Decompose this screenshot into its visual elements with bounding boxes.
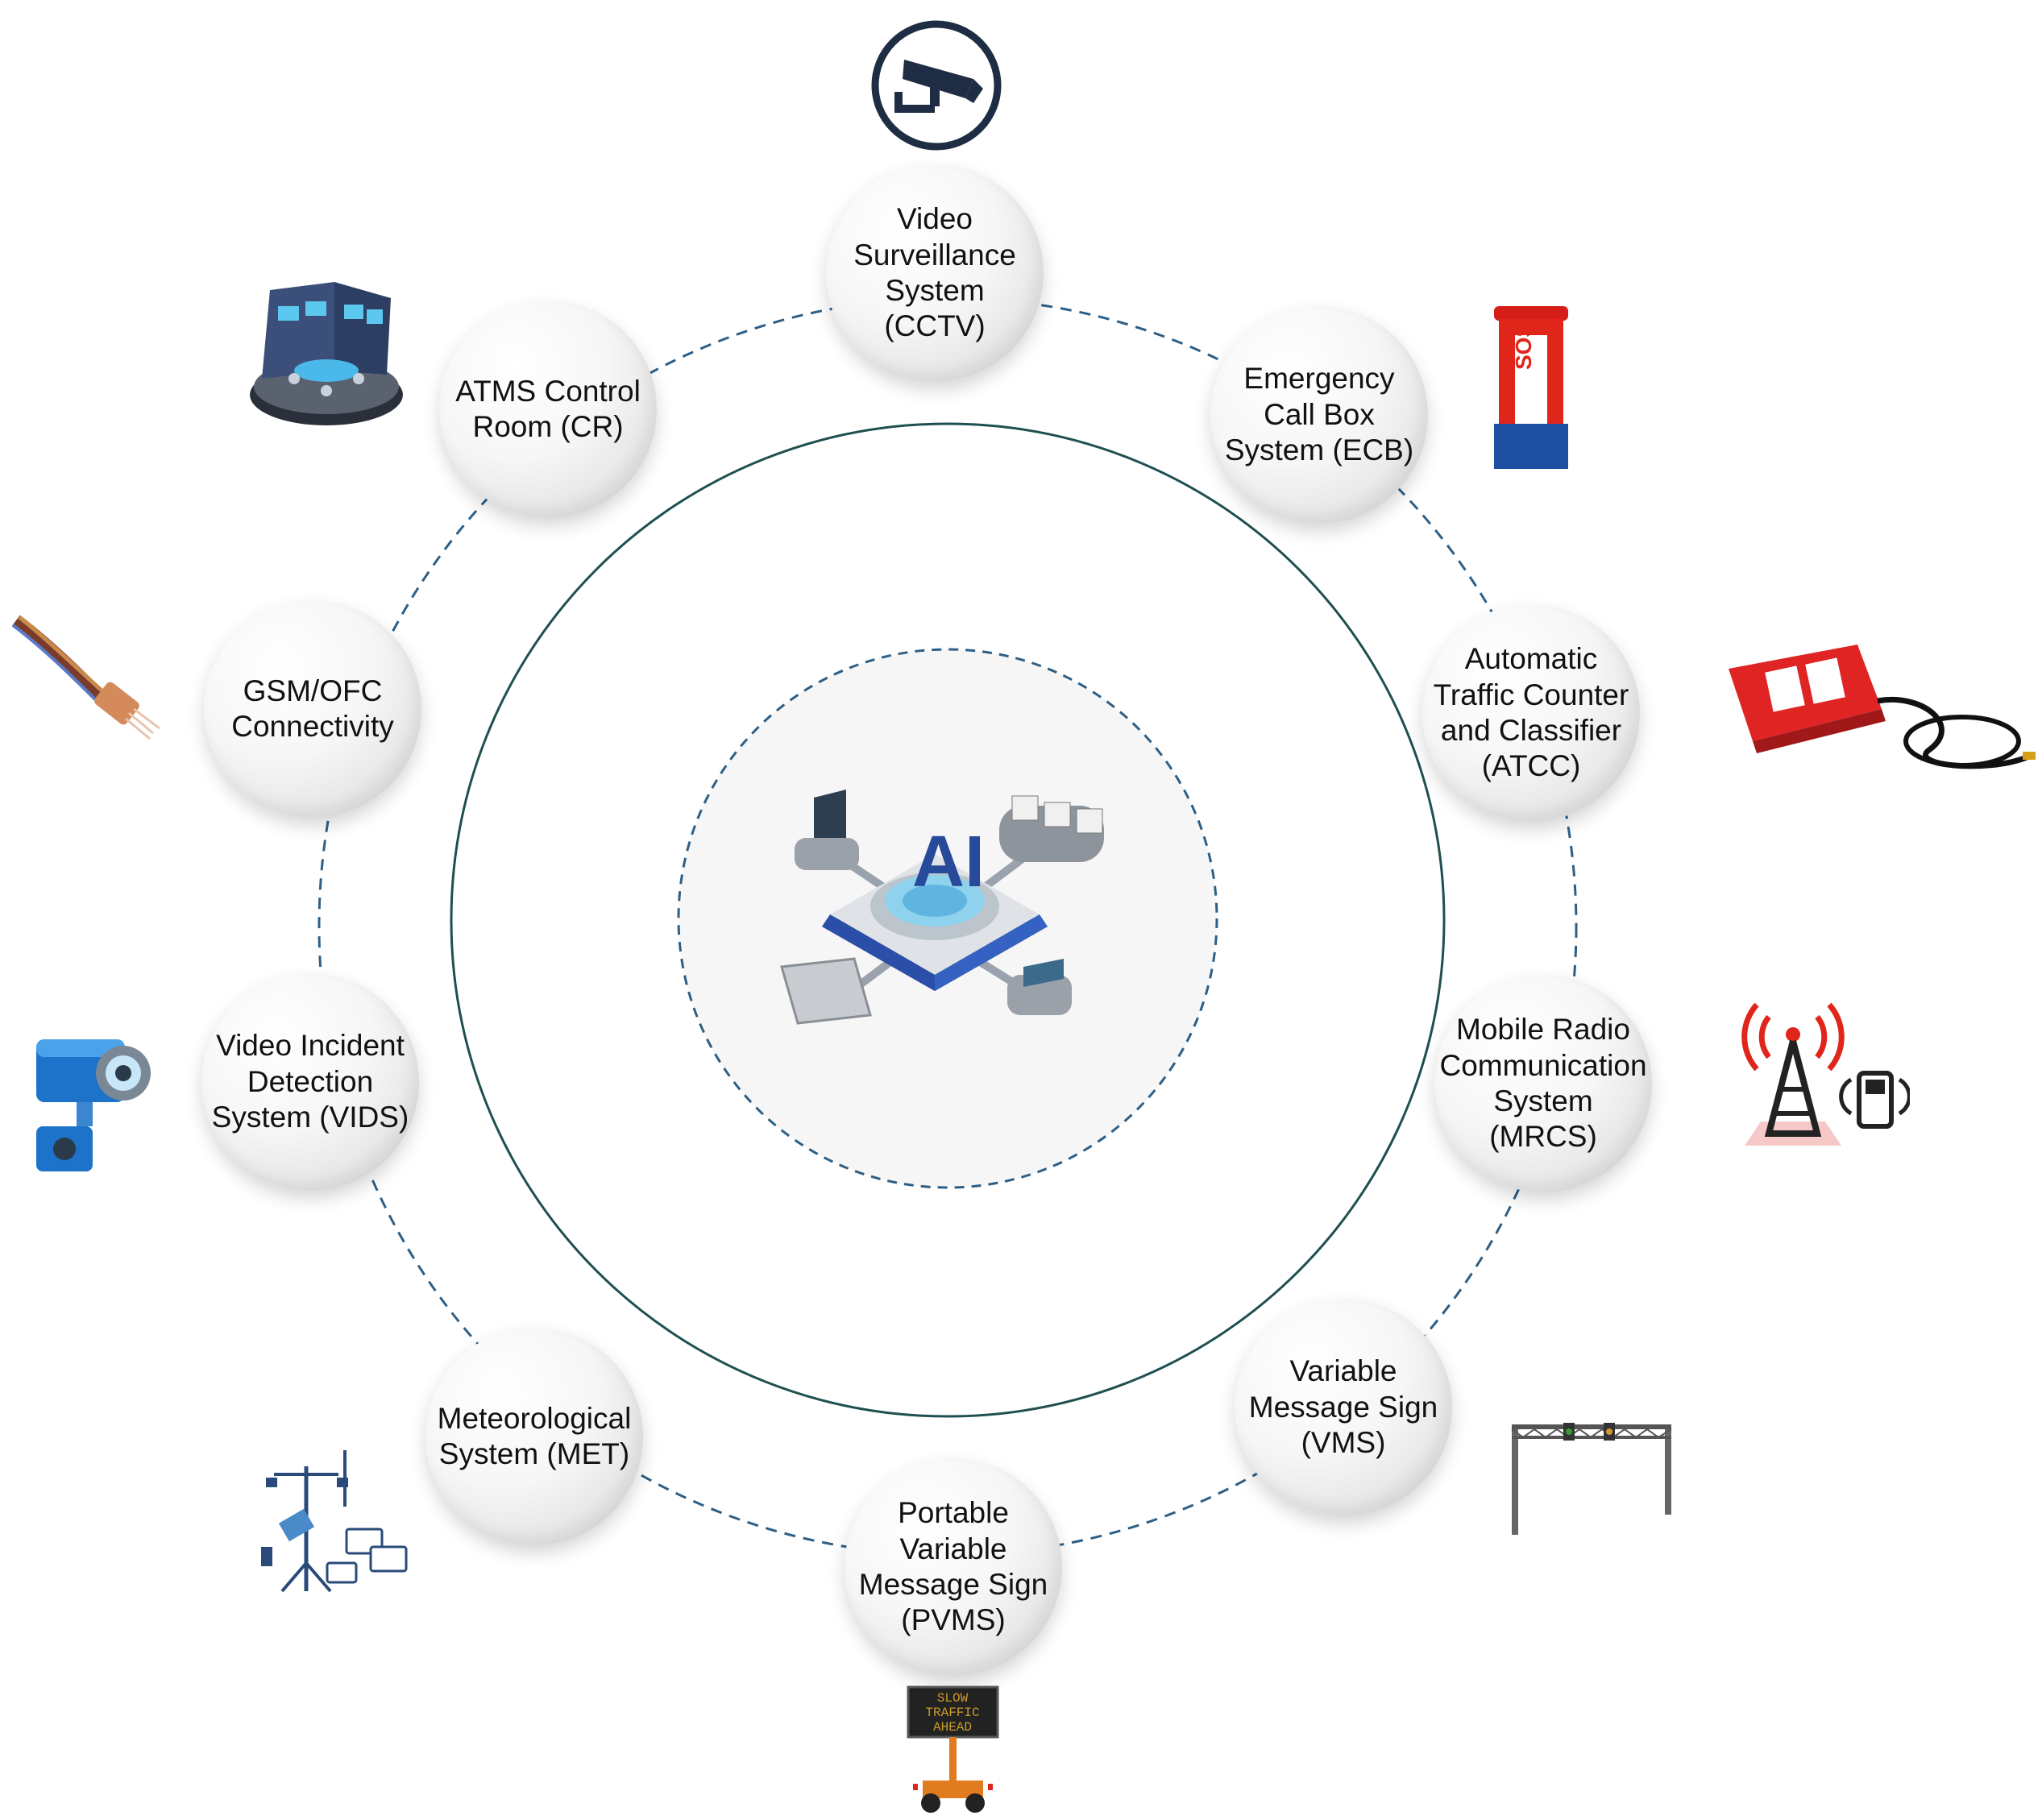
control-room-icon — [250, 282, 403, 425]
pvms-line-1: SLOW — [937, 1691, 969, 1706]
fiber-cable-icon — [11, 615, 160, 740]
pvms-line-3: AHEAD — [933, 1720, 972, 1735]
center-text: AI — [912, 822, 985, 902]
radio-tower-phone-icon — [1741, 1002, 1910, 1146]
sos-call-box-icon: SOS — [1494, 306, 1568, 469]
weather-station-icon — [261, 1450, 408, 1593]
node-cr: ATMS Control Room (CR) — [439, 301, 657, 518]
node-cctv: Video Surveillance System (CCTV) — [826, 164, 1044, 382]
pvms-line-2: TRAFFIC — [925, 1706, 979, 1720]
node-label: Emergency Call Box System (ECB) — [1224, 362, 1414, 467]
node-label: Video Incident Detection System (VIDS) — [211, 1029, 409, 1134]
node-label: GSM/OFC Connectivity — [231, 674, 394, 743]
node-mrcs: Mobile Radio Communication System (MRCS) — [1434, 975, 1652, 1192]
cctv-camera-icon — [871, 20, 1002, 151]
node-vms: Variable Message Sign (VMS) — [1235, 1299, 1452, 1516]
node-gsm: GSM/OFC Connectivity — [204, 600, 421, 818]
node-label: Automatic Traffic Counter and Classifier… — [1433, 642, 1629, 783]
node-atcc: Automatic Traffic Counter and Classifier… — [1422, 604, 1640, 822]
node-vids: Video Incident Detection System (VIDS) — [201, 973, 419, 1191]
node-label: Video Surveillance System (CCTV) — [853, 202, 1016, 343]
detection-camera-icon — [36, 1039, 151, 1171]
node-label: Mobile Radio Communication System (MRCS) — [1439, 1013, 1647, 1154]
node-met: Meteorological System (MET) — [425, 1328, 643, 1545]
middle-solid-ring — [450, 422, 1446, 1418]
sos-text: SOS — [1511, 322, 1536, 370]
node-pvms: Portable Variable Message Sign (PVMS) — [845, 1458, 1062, 1676]
portable-message-trailer-icon: SLOW TRAFFIC AHEAD — [907, 1685, 999, 1813]
overhead-gantry-sign-icon — [1511, 1423, 1672, 1535]
ai-hub-icon: AI — [780, 790, 1104, 1025]
node-label: Meteorological System (MET) — [437, 1401, 632, 1470]
node-label: Variable Message Sign (VMS) — [1248, 1354, 1438, 1460]
node-label: ATMS Control Room (CR) — [455, 374, 641, 443]
traffic-counter-device-icon — [1729, 645, 2036, 769]
node-ecb: Emergency Call Box System (ECB) — [1210, 306, 1428, 524]
node-label: Portable Variable Message Sign (PVMS) — [858, 1496, 1048, 1637]
